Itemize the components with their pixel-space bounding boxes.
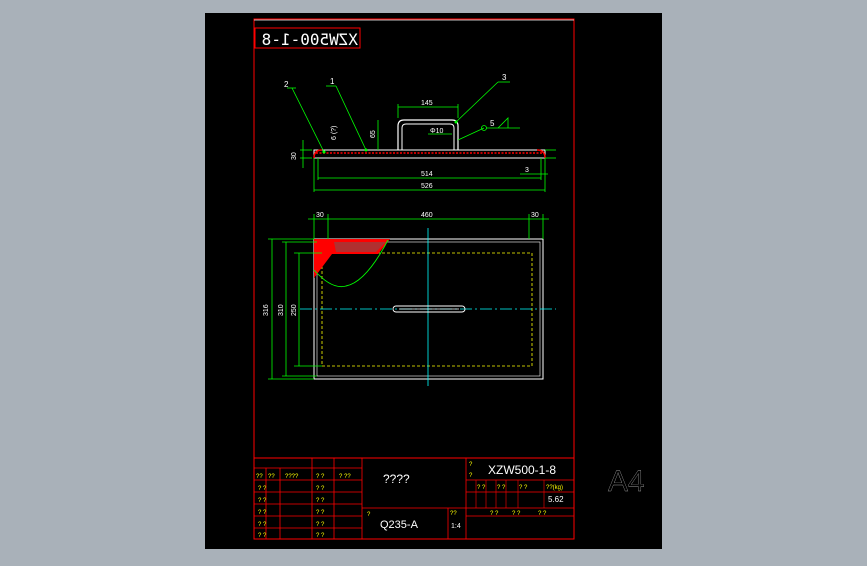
hidden-inner-outline — [321, 252, 533, 367]
part-name: ???? — [383, 472, 410, 486]
svg-text:? ?: ? ? — [490, 511, 499, 517]
dim-height: 30 — [291, 152, 298, 160]
leader-1: 1 — [330, 77, 335, 86]
dim-handle-height: 65 — [370, 130, 377, 138]
weight-value: 5.62 — [548, 495, 564, 504]
svg-text:? ?: ? ? — [258, 510, 267, 516]
svg-text:??: ?? — [256, 474, 263, 480]
handle-outline — [397, 119, 459, 150]
leader-3: 3 — [502, 73, 507, 82]
scale: 1:4 — [451, 523, 461, 530]
svg-text:??: ?? — [268, 474, 275, 480]
dim-inner-length: 514 — [421, 171, 433, 178]
svg-text:? ?: ? ? — [316, 486, 325, 492]
svg-text:??: ?? — [450, 511, 457, 517]
dim-mid-depth: 310 — [278, 304, 285, 316]
dim-outer-depth: 316 — [263, 304, 270, 316]
svg-text:? ?: ? ? — [316, 533, 325, 539]
svg-text:?: ? — [469, 462, 473, 468]
dim-center: 460 — [421, 212, 433, 219]
svg-text:? ?: ? ? — [258, 486, 267, 492]
sheet-size-label: A4 — [608, 465, 645, 498]
svg-text:? ?: ? ? — [538, 511, 547, 517]
svg-text:? ?: ? ? — [258, 498, 267, 504]
weight-label: ??(kg) — [546, 485, 563, 491]
svg-text:? ?: ? ? — [512, 511, 521, 517]
code-label-box — [254, 27, 361, 49]
svg-text:? ?: ? ? — [497, 485, 506, 491]
front-view: 145 Φ10 65 6 (?) 30 514 526 3 2 — [284, 73, 556, 192]
svg-text:????: ???? — [285, 474, 299, 480]
svg-text:? ?: ? ? — [316, 522, 325, 528]
dim-right-note: 3 — [525, 167, 529, 174]
svg-text:? ?: ? ? — [477, 485, 486, 491]
svg-text:? ?: ? ? — [316, 498, 325, 504]
svg-text:? ?: ? ? — [519, 485, 528, 491]
dim-left-margin: 30 — [316, 212, 324, 219]
svg-text:? ?: ? ? — [258, 533, 267, 539]
svg-text:?: ? — [469, 473, 473, 479]
handle-slot — [392, 305, 466, 313]
svg-text:? ?: ? ? — [258, 522, 267, 528]
dim-wall: 6 (?) — [331, 126, 338, 140]
svg-text:?: ? — [367, 512, 371, 518]
break-line — [313, 239, 389, 288]
dim-inner-depth: 250 — [291, 304, 298, 316]
dim-handle-width: 145 — [421, 100, 433, 107]
dim-handle-dia: Φ10 — [430, 128, 443, 135]
weld-symbol: 5 — [490, 119, 495, 128]
title-block: ?? ?? ???? ? ? ? ?? ? ? ? ? ? ? ? ? ? ? … — [253, 457, 575, 540]
plan-view: 30 460 30 316 310 250 — [263, 212, 556, 386]
svg-text:? ??: ? ?? — [339, 474, 351, 480]
code-label-mirrored: XZW500-1-8 — [262, 30, 358, 49]
svg-text:? ?: ? ? — [316, 474, 325, 480]
dim-right-margin: 30 — [531, 212, 539, 219]
material: Q235-A — [380, 519, 419, 531]
sheet-background — [205, 13, 662, 549]
leader-2: 2 — [284, 80, 289, 89]
svg-text:? ?: ? ? — [316, 510, 325, 516]
dim-outer-length: 526 — [421, 183, 433, 190]
part-number: XZW500-1-8 — [488, 463, 556, 477]
